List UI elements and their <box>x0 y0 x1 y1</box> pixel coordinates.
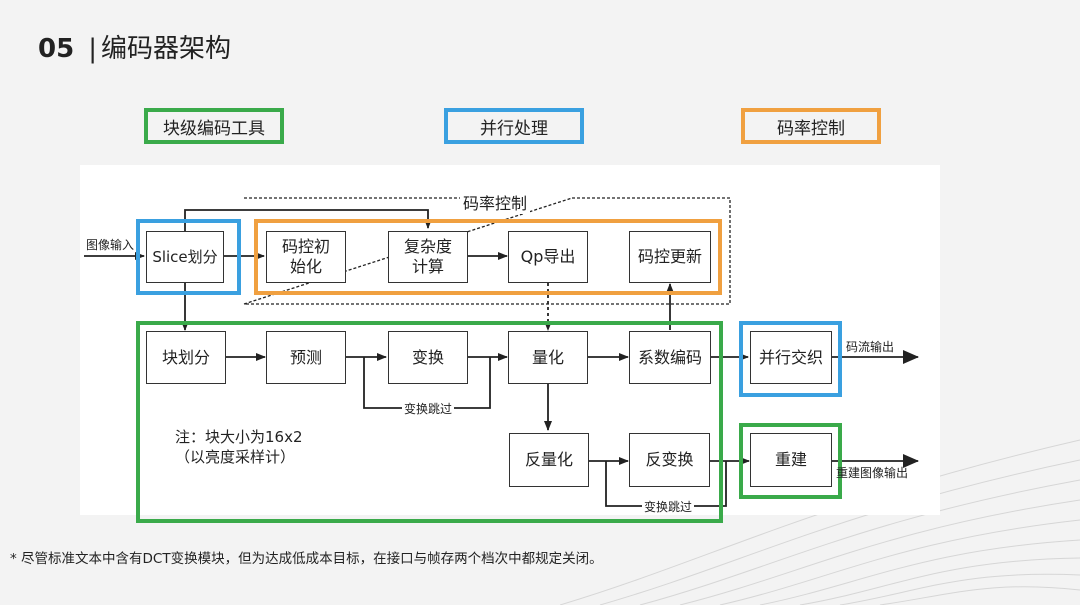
image-input-label: 图像输入 <box>86 238 135 252</box>
prediction-box: 预测 <box>266 331 346 384</box>
rc-update-box: 码控更新 <box>629 231 711 283</box>
quantization-label: 量化 <box>531 347 564 367</box>
legend-parallel-label: 并行处理 <box>480 118 548 139</box>
parallel-interleave-box: 并行交织 <box>750 331 832 384</box>
transform-label: 变换 <box>411 347 444 367</box>
stream-output-label: 码流输出 <box>846 340 895 354</box>
complexity-label-2: 计算 <box>411 257 444 276</box>
slice-partition-label: Slice划分 <box>152 247 218 266</box>
quantization-box: 量化 <box>508 331 588 384</box>
inverse-transform-label: 反变换 <box>645 450 694 469</box>
rc-init-box: 码控初 始化 <box>266 231 346 283</box>
transform-skip-label-2: 变换跳过 <box>642 498 695 515</box>
complexity-label-1: 复杂度 <box>403 237 452 256</box>
footnote: * 尽管标准文本中含有DCT变换模块，但为达成低成本目标，在接口与帧存两个档次中… <box>10 551 603 567</box>
legend-rate-control-label: 码率控制 <box>777 118 845 139</box>
section-number: 05 <box>38 34 75 64</box>
dequantization-box: 反量化 <box>509 433 589 487</box>
transform-skip-label-1: 变换跳过 <box>402 400 455 417</box>
complexity-box: 复杂度 计算 <box>388 231 468 283</box>
legend-block-tools: 块级编码工具 <box>144 108 284 144</box>
qp-derivation-box: Qp导出 <box>508 231 588 283</box>
block-tools-highlight <box>136 321 723 523</box>
slice-parallel-highlight <box>136 219 241 295</box>
legend-rate-control: 码率控制 <box>741 108 881 144</box>
transform-box: 变换 <box>388 331 468 384</box>
legend-block-tools-label: 块级编码工具 <box>163 118 265 139</box>
rate-control-title: 码率控制 <box>460 190 531 214</box>
legend-parallel: 并行处理 <box>444 108 584 144</box>
inverse-transform-box: 反变换 <box>629 433 710 487</box>
prediction-label: 预测 <box>289 347 322 367</box>
title-separator: | <box>88 34 97 64</box>
rc-init-label-1: 码控初 <box>281 237 330 256</box>
slice-partition-box: Slice划分 <box>146 231 224 283</box>
rate-control-highlight <box>254 219 722 295</box>
qp-derivation-label: Qp导出 <box>520 247 576 266</box>
coeff-coding-label: 系数编码 <box>637 347 702 367</box>
rc-update-label: 码控更新 <box>637 247 702 266</box>
block-size-note-line2: （以亮度采样计） <box>175 448 296 467</box>
background-wave-decoration <box>560 439 1080 605</box>
coeff-coding-box: 系数编码 <box>629 331 711 384</box>
reconstruct-label: 重建 <box>774 450 807 469</box>
block-partition-label: 块划分 <box>161 347 210 367</box>
block-size-note: 注：块大小为16x2 （以亮度采样计） <box>175 427 303 468</box>
section-title: 编码器架构 <box>100 34 231 64</box>
interleave-parallel-highlight <box>739 321 842 397</box>
dequantization-label: 反量化 <box>524 450 573 469</box>
recon-output-label: 重建图像输出 <box>836 466 909 480</box>
block-partition-box: 块划分 <box>146 331 226 384</box>
rc-init-label-2: 始化 <box>289 257 322 276</box>
block-size-note-line1: 注：块大小为16x2 <box>175 428 303 446</box>
reconstruct-box: 重建 <box>750 433 832 487</box>
reconstruct-highlight <box>739 423 842 499</box>
parallel-interleave-label: 并行交织 <box>758 347 823 367</box>
page-title: 05 |编码器架构 <box>38 28 231 65</box>
